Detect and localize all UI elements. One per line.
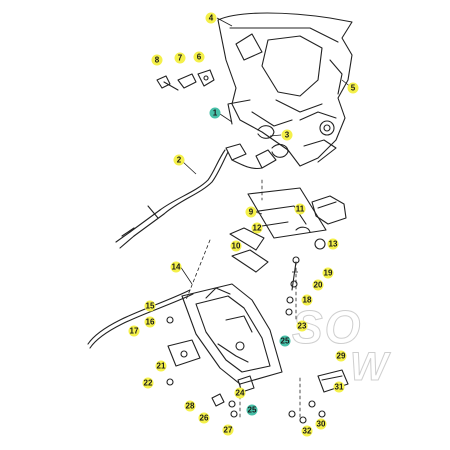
callout-32: 32: [301, 425, 313, 437]
lens-housing-part: [229, 187, 327, 273]
side-reflector-part: [317, 369, 349, 393]
callout-19: 19: [322, 267, 334, 279]
callout-12: 12: [251, 222, 263, 234]
callout-1: 1: [209, 107, 221, 119]
callout-21: 21: [155, 360, 167, 372]
callout-28: 28: [184, 400, 196, 412]
callout-29: 29: [335, 350, 347, 362]
callout-26: 26: [198, 412, 210, 424]
leader-lines: [185, 179, 301, 421]
callout-3: 3: [281, 129, 293, 141]
small-lamp-part: [295, 195, 347, 250]
wiring-harness-part: [115, 143, 277, 249]
callout-13: 13: [327, 238, 339, 250]
plate-bracket-part: [181, 283, 283, 385]
callout-30: 30: [315, 418, 327, 430]
watermark-text-2: W: [350, 345, 390, 390]
callout-8: 8: [151, 54, 163, 66]
callout-25-lower: 25: [246, 404, 258, 416]
callout-22: 22: [142, 377, 154, 389]
callout-17: 17: [128, 325, 140, 337]
callout-24: 24: [234, 387, 246, 399]
callout-15: 15: [144, 300, 156, 312]
callout-7: 7: [174, 52, 186, 64]
callout-6: 6: [193, 51, 205, 63]
callout-23: 23: [296, 320, 308, 332]
callout-18: 18: [301, 294, 313, 306]
callout-2: 2: [173, 154, 185, 166]
callout-10: 10: [230, 240, 242, 252]
callout-27: 27: [222, 424, 234, 436]
rear-cowl-part: [217, 12, 353, 167]
callout-20: 20: [312, 279, 324, 291]
callout-16: 16: [144, 316, 156, 328]
reflector-part: [167, 339, 201, 367]
callout-31: 31: [333, 381, 345, 393]
callout-5: 5: [347, 82, 359, 94]
cable-part: [87, 289, 194, 349]
callout-25-upper: 25: [279, 335, 291, 347]
callout-9: 9: [245, 206, 257, 218]
bulb-part: [257, 125, 289, 158]
callout-11: 11: [294, 203, 306, 215]
callout-4: 4: [205, 12, 217, 24]
fastener-group-top: [156, 69, 215, 91]
callout-14: 14: [170, 261, 182, 273]
